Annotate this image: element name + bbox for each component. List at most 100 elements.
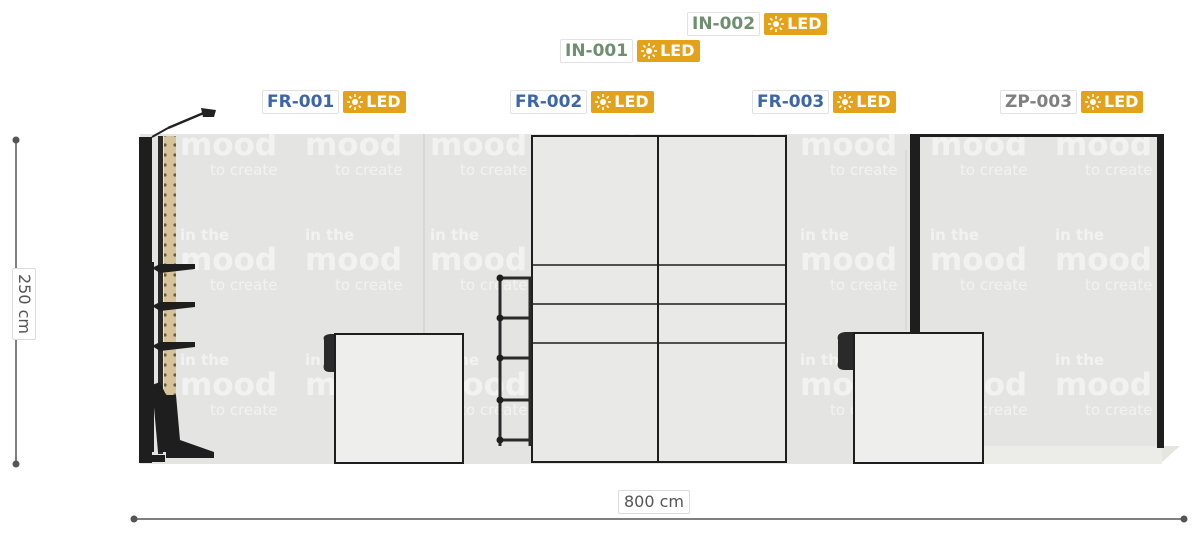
watermark-text: in the (305, 226, 354, 244)
tag-fr-001: FR-001 LED (262, 90, 406, 114)
watermark-text: in the (180, 226, 229, 244)
watermark-text: in the (800, 226, 849, 244)
watermark-text: to create (1085, 276, 1152, 294)
sun-icon (768, 16, 785, 32)
counter-left (323, 333, 464, 464)
pipe-rack-joints (496, 274, 504, 444)
width-value: 800 cm (624, 492, 685, 511)
watermark-text: mood (305, 242, 402, 278)
watermark-text: to create (335, 161, 402, 179)
counter-right (837, 332, 984, 464)
sun-icon (1085, 94, 1102, 110)
watermark-text: mood (180, 367, 277, 403)
watermark-text: to create (960, 276, 1027, 294)
pipe-rack (498, 276, 532, 446)
watermark-text: to create (460, 401, 527, 419)
watermark-text: in the (930, 226, 979, 244)
watermark-text: to create (460, 161, 527, 179)
watermark-text: to create (1085, 161, 1152, 179)
watermark-text: to create (460, 276, 527, 294)
watermark-text: to create (210, 401, 277, 419)
led-badge: LED (764, 13, 827, 35)
watermark-text: mood (1055, 367, 1152, 403)
led-label: LED (366, 92, 401, 111)
tag-in-001: IN-001 LED (560, 39, 700, 63)
watermark-text: mood (430, 127, 527, 163)
tag-in-002: IN-002 LED (687, 12, 827, 36)
watermark-text: mood (930, 242, 1027, 278)
watermark-text: in the (180, 351, 229, 369)
watermark-text: mood (1055, 242, 1152, 278)
watermark-text: to create (335, 276, 402, 294)
watermark-text: in the (430, 111, 479, 129)
spotlight (151, 108, 216, 138)
right-frame-post (1157, 134, 1164, 448)
watermark-text: mood (1055, 127, 1152, 163)
led-label: LED (660, 41, 695, 60)
width-dimension-label: 800 cm (618, 490, 691, 514)
watermark-text: in the (1055, 351, 1104, 369)
height-dimension-label: 250 cm (12, 267, 37, 341)
led-badge: LED (591, 91, 654, 113)
left-shelf-unit (145, 262, 214, 462)
tag-code: ZP-003 (1000, 90, 1078, 114)
watermark-text: mood (305, 127, 402, 163)
watermark-text: to create (830, 276, 897, 294)
pegboard-rail (158, 136, 163, 454)
tag-code: FR-002 (510, 90, 588, 114)
sun-icon (347, 94, 364, 110)
watermark-text: in the (1055, 226, 1104, 244)
watermark-text: mood (430, 242, 527, 278)
led-badge: LED (833, 91, 896, 113)
led-badge: LED (637, 40, 700, 62)
right-frame-post-left (910, 134, 920, 332)
tag-zp-003: ZP-003 LED (1000, 90, 1144, 114)
watermark-text: in the (430, 226, 479, 244)
led-badge: LED (343, 91, 406, 113)
sun-icon (595, 94, 612, 110)
watermark-text: to create (960, 161, 1027, 179)
left-frame-post (139, 137, 152, 463)
tag-code: IN-002 (687, 12, 761, 36)
watermark-text: in the (930, 111, 979, 129)
watermark-text: mood (800, 127, 897, 163)
led-label: LED (614, 92, 649, 111)
tag-code: FR-003 (752, 90, 830, 114)
tag-fr-002: FR-002 LED (510, 90, 654, 114)
watermark-text: mood (180, 127, 277, 163)
watermark-text: mood (180, 242, 277, 278)
width-dimension-line (130, 515, 1188, 523)
watermark-text: to create (210, 276, 277, 294)
watermark-text: mood (800, 242, 897, 278)
watermark-text: to create (210, 161, 277, 179)
tag-code: FR-001 (262, 90, 340, 114)
led-label: LED (856, 92, 891, 111)
height-value: 250 cm (15, 273, 35, 335)
watermark-text: in the (800, 351, 849, 369)
watermark-text: in the (665, 111, 714, 129)
sun-icon (837, 94, 854, 110)
pegboard (164, 136, 176, 446)
center-cabinet (531, 135, 787, 463)
tag-code: IN-001 (560, 39, 634, 63)
led-label: LED (1104, 92, 1139, 111)
watermark-text: mood (930, 127, 1027, 163)
sun-icon (641, 43, 658, 59)
watermark-text: to create (1085, 401, 1152, 419)
